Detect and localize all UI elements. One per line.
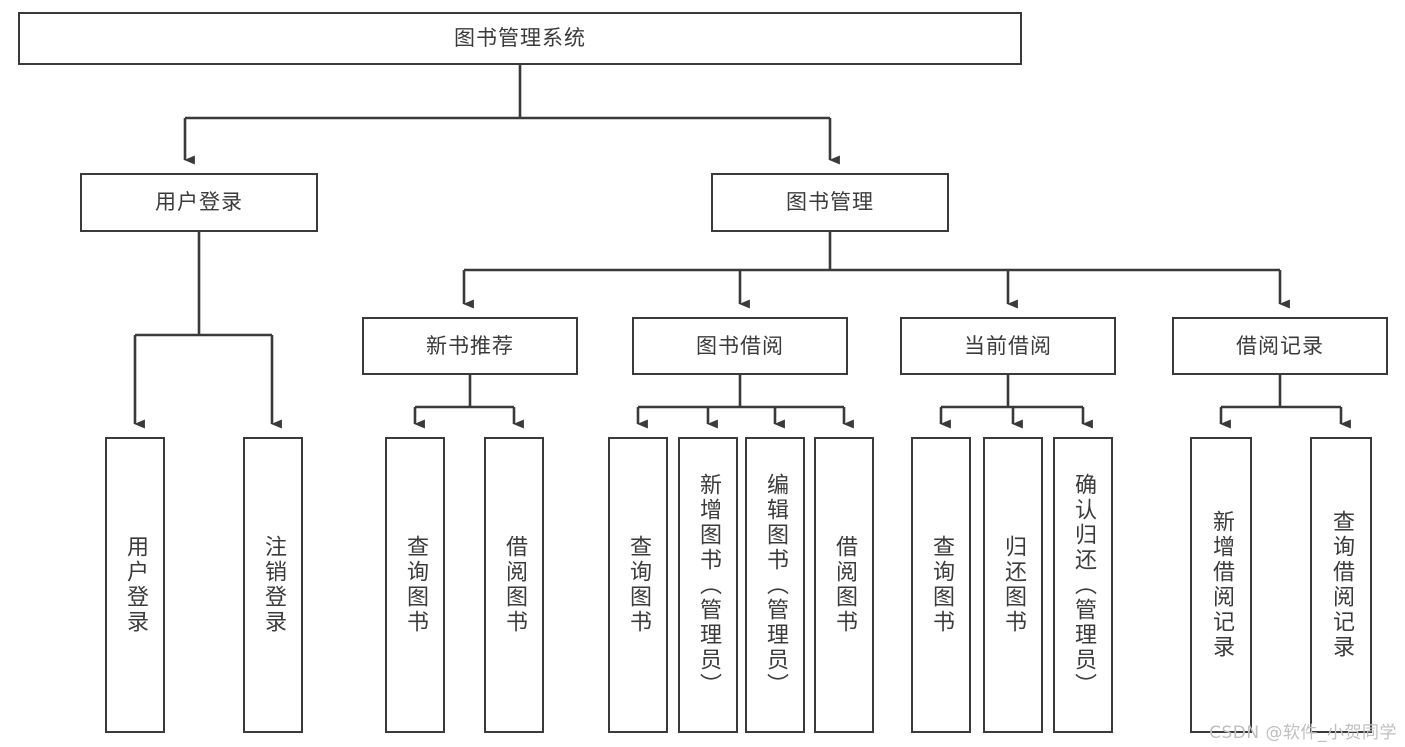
node-label: 归还图书 bbox=[1000, 535, 1026, 635]
leaf-return-book[interactable]: 归还图书 bbox=[983, 437, 1043, 733]
node-label: 新增图书（管理员） bbox=[695, 472, 721, 698]
node-label: 新书推荐 bbox=[426, 333, 514, 358]
node-label: 查询借阅记录 bbox=[1328, 510, 1354, 660]
node-label: 借阅图书 bbox=[831, 535, 857, 635]
leaf-query-book-current[interactable]: 查询图书 bbox=[911, 437, 971, 733]
node-label: 查询图书 bbox=[625, 535, 651, 635]
node-label: 查询图书 bbox=[928, 535, 954, 635]
node-label: 图书管理系统 bbox=[454, 26, 586, 51]
node-new-book-recommend[interactable]: 新书推荐 bbox=[362, 317, 578, 375]
node-current-borrow[interactable]: 当前借阅 bbox=[900, 317, 1116, 375]
node-book-management[interactable]: 图书管理 bbox=[711, 173, 949, 232]
node-root[interactable]: 图书管理系统 bbox=[18, 12, 1022, 65]
leaf-add-borrow-record[interactable]: 新增借阅记录 bbox=[1190, 437, 1252, 733]
node-label: 查询图书 bbox=[402, 535, 428, 635]
leaf-borrow-book-recommend[interactable]: 借阅图书 bbox=[484, 437, 544, 733]
node-label: 图书管理 bbox=[786, 190, 874, 215]
leaf-query-book-borrow[interactable]: 查询图书 bbox=[608, 437, 668, 733]
node-label: 当前借阅 bbox=[964, 333, 1052, 358]
node-label: 借阅记录 bbox=[1236, 333, 1324, 358]
node-label: 用户登录 bbox=[155, 190, 243, 215]
node-label: 借阅图书 bbox=[501, 535, 527, 635]
leaf-add-book-admin[interactable]: 新增图书（管理员） bbox=[678, 437, 738, 733]
leaf-confirm-return-admin[interactable]: 确认归还（管理员） bbox=[1053, 437, 1113, 733]
leaf-user-login[interactable]: 用户登录 bbox=[105, 437, 165, 733]
node-label: 图书借阅 bbox=[696, 333, 784, 358]
node-label: 用户登录 bbox=[122, 535, 148, 635]
node-label: 确认归还（管理员） bbox=[1070, 472, 1096, 698]
node-borrow-record[interactable]: 借阅记录 bbox=[1172, 317, 1388, 375]
node-user-login[interactable]: 用户登录 bbox=[80, 173, 318, 232]
watermark: CSDN @软件_小贺同学 bbox=[1209, 723, 1397, 743]
node-book-borrow[interactable]: 图书借阅 bbox=[632, 317, 848, 375]
node-label: 注销登录 bbox=[260, 535, 286, 635]
leaf-query-borrow-record[interactable]: 查询借阅记录 bbox=[1310, 437, 1372, 733]
leaf-query-book-recommend[interactable]: 查询图书 bbox=[385, 437, 445, 733]
leaf-borrow-book[interactable]: 借阅图书 bbox=[814, 437, 874, 733]
leaf-edit-book-admin[interactable]: 编辑图书（管理员） bbox=[745, 437, 805, 733]
node-label: 编辑图书（管理员） bbox=[762, 472, 788, 698]
node-label: 新增借阅记录 bbox=[1208, 510, 1234, 660]
leaf-logout[interactable]: 注销登录 bbox=[243, 437, 303, 733]
